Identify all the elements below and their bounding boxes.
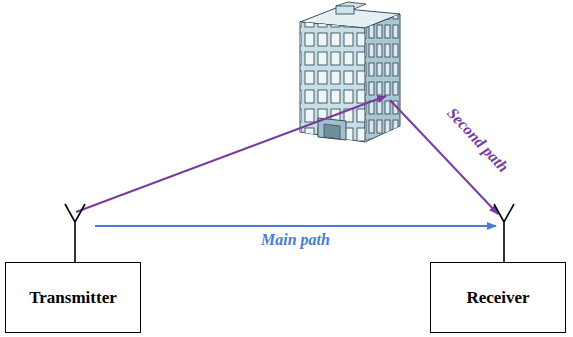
transmitter-node: Transmitter [5,200,141,333]
antenna-symbol [492,200,516,264]
device-name: Transmitter [29,288,117,308]
antenna-symbol [63,200,87,264]
receiver-node: Receiver [430,200,566,333]
main-path-arrow [95,225,496,227]
path-label: Second path [444,104,513,176]
second-path-incident [76,96,386,212]
device-box: Receiver [430,262,566,333]
device-box: Transmitter [5,262,141,333]
device-name: Receiver [466,288,529,308]
path-label: Main path [261,231,330,249]
